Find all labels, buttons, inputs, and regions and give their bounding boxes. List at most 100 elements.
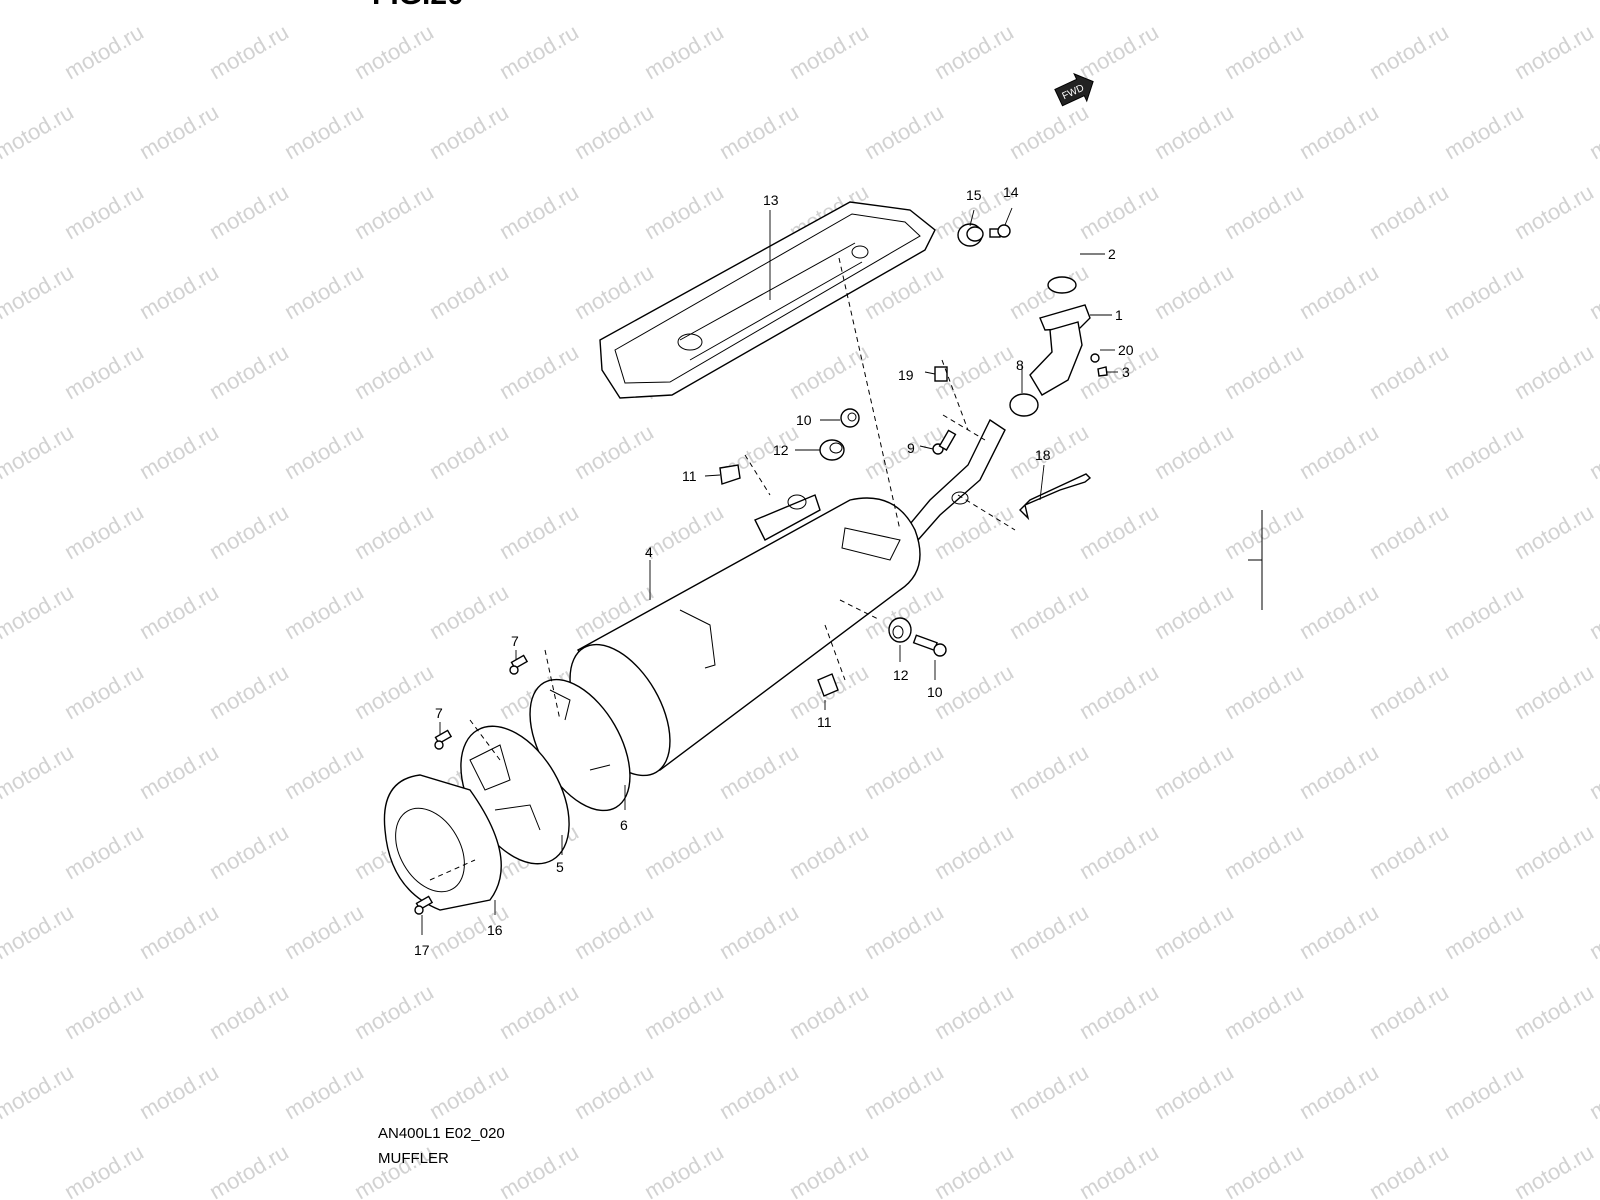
watermark-text: motod.ru — [930, 979, 1018, 1044]
bolt-9 — [932, 429, 957, 455]
watermark-text: motod.ru — [0, 259, 78, 324]
callout-17: 17 — [414, 942, 430, 958]
watermark-text: motod.ru — [1510, 659, 1598, 724]
watermark-text: motod.ru — [495, 979, 583, 1044]
watermark-text: motod.ru — [495, 179, 583, 244]
watermark-text: motod.ru — [350, 19, 438, 84]
watermark-text: motod.ru — [715, 99, 803, 164]
watermark-text: motod.ru — [1220, 659, 1308, 724]
watermark-text: motod.ru — [350, 659, 438, 724]
watermark-text: motod.ru — [205, 979, 293, 1044]
watermark-text: motod.ru — [1365, 1139, 1453, 1200]
callout-12-upper: 12 — [773, 442, 789, 458]
watermark-text: motod.ru — [1365, 19, 1453, 84]
watermark-text: motod.ru — [205, 179, 293, 244]
watermark-text: motod.ru — [1220, 979, 1308, 1044]
watermark-text: motod.ru — [350, 179, 438, 244]
watermark-text: motod.ru — [1075, 1139, 1163, 1200]
watermark-text: motod.ru — [570, 1059, 658, 1124]
watermark-text: motod.ru — [1220, 339, 1308, 404]
watermark-text: motod.ru — [1440, 419, 1528, 484]
watermark-text: motod.ru — [425, 99, 513, 164]
watermark-text: motod.ru — [0, 0, 78, 4]
watermark-text: motod.ru — [715, 1059, 803, 1124]
callout-8: 8 — [1016, 357, 1024, 373]
watermark-text: motod.ru — [280, 899, 368, 964]
screw-7-upper — [509, 654, 529, 675]
callout-numbers: 13 15 14 2 1 20 3 8 19 9 10 12 11 18 4 1… — [414, 184, 1134, 958]
watermark-text: motod.ru — [425, 259, 513, 324]
watermark-text: motod.ru — [640, 1139, 728, 1200]
watermark-text: motod.ru — [350, 499, 438, 564]
watermark-text: motod.ru — [350, 339, 438, 404]
watermark-text: motod.ru — [1295, 1059, 1383, 1124]
watermark-text: motod.ru — [1585, 899, 1600, 964]
watermark-text: motod.ru — [860, 0, 948, 4]
callout-9: 9 — [907, 440, 915, 456]
watermark-text: motod.ru — [0, 739, 78, 804]
watermark-text: motod.ru — [1150, 0, 1238, 4]
watermark-text: motod.ru — [860, 99, 948, 164]
watermark-text: motod.ru — [785, 979, 873, 1044]
watermark-text: motod.ru — [1150, 579, 1238, 644]
watermark-text: motod.ru — [135, 579, 223, 644]
watermark-text: motod.ru — [930, 659, 1018, 724]
callout-11-lower: 11 — [817, 714, 832, 730]
watermark-text: motod.ru — [280, 0, 368, 4]
watermark-text: motod.ru — [60, 19, 148, 84]
screw-7-lower — [434, 729, 453, 750]
watermark-text: motod.ru — [1005, 739, 1093, 804]
watermark-text: motod.ru — [1440, 579, 1528, 644]
watermark-text: motod.ru — [0, 339, 3, 404]
callout-13: 13 — [763, 192, 779, 208]
watermark-text: motod.ru — [1585, 739, 1600, 804]
watermark-text: motod.ru — [135, 899, 223, 964]
watermark-text: motod.ru — [0, 819, 3, 884]
watermark-text: motod.ru — [640, 19, 728, 84]
watermark-text: motod.ru — [785, 819, 873, 884]
watermark-text: motod.ru — [60, 339, 148, 404]
watermark-text: motod.ru — [1005, 1059, 1093, 1124]
callout-20: 20 — [1118, 342, 1134, 358]
screw-14 — [989, 224, 1011, 238]
watermark-text: motod.ru — [1075, 19, 1163, 84]
watermark-text: motod.ru — [1365, 179, 1453, 244]
callout-15: 15 — [966, 187, 982, 203]
watermark-text: motod.ru — [135, 739, 223, 804]
watermark-text: motod.ru — [570, 259, 658, 324]
watermark-text: motod.ru — [1075, 179, 1163, 244]
watermark-text: motod.ru — [135, 99, 223, 164]
watermark-text: motod.ru — [1440, 99, 1528, 164]
watermark-text: motod.ru — [715, 0, 803, 4]
watermark-text: motod.ru — [495, 499, 583, 564]
watermark-text: motod.ru — [0, 1139, 3, 1200]
callout-10-upper: 10 — [796, 412, 812, 428]
watermark-text: motod.ru — [930, 819, 1018, 884]
watermark-text: motod.ru — [0, 1059, 78, 1124]
figure-code: AN400L1 E02_020 — [378, 1125, 505, 1142]
watermark-text: motod.ru — [640, 179, 728, 244]
watermark-text: motod.ru — [1075, 819, 1163, 884]
watermark-text: motod.ru — [280, 99, 368, 164]
watermark-text: motod.ru — [1295, 899, 1383, 964]
watermark-text: motod.ru — [1295, 419, 1383, 484]
watermark-text: motod.ru — [1585, 419, 1600, 484]
watermark-text: motod.ru — [1440, 1059, 1528, 1124]
watermark-text: motod.ru — [425, 0, 513, 4]
watermark-text: motod.ru — [495, 339, 583, 404]
watermark-text: motod.ru — [1075, 499, 1163, 564]
watermark-text: motod.ru — [930, 19, 1018, 84]
collar-12-upper — [819, 439, 845, 461]
watermark-text: motod.ru — [1150, 259, 1238, 324]
watermark-text: motod.ru — [1510, 179, 1598, 244]
watermark-text: motod.ru — [1005, 899, 1093, 964]
watermark-text: motod.ru — [640, 819, 728, 884]
watermark-text: motod.ru — [1220, 1139, 1308, 1200]
watermark-text: motod.ru — [205, 659, 293, 724]
nut-10-upper — [840, 408, 860, 428]
watermark-text: motod.ru — [1365, 979, 1453, 1044]
alignment-lines — [429, 257, 1016, 881]
callout-5: 5 — [556, 859, 564, 875]
watermark-text: motod.ru — [1585, 99, 1600, 164]
